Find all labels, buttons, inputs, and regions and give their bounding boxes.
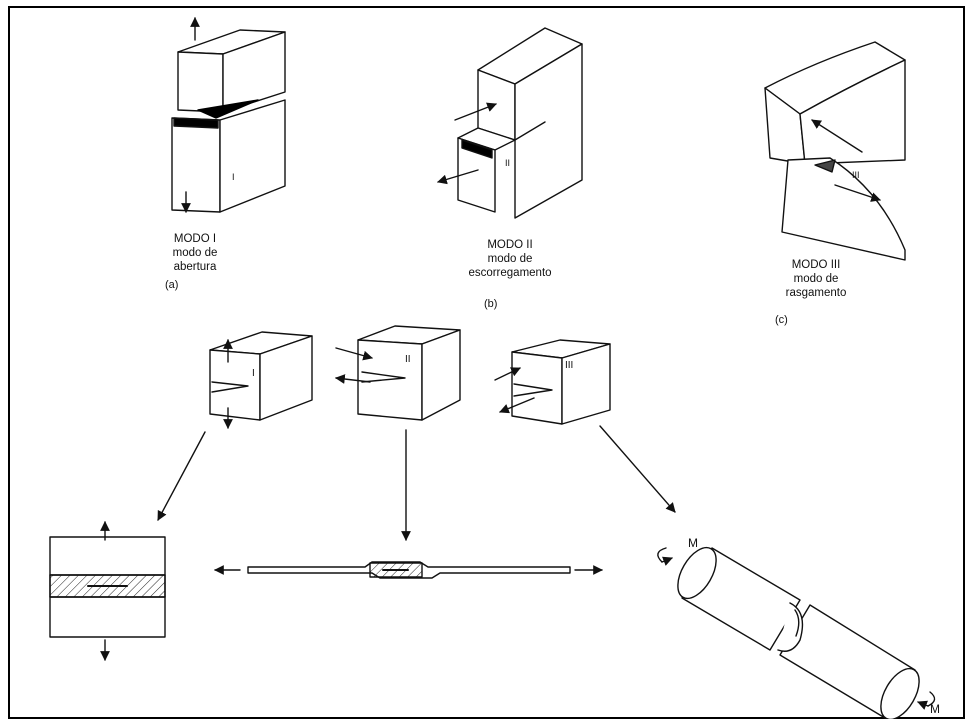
plate-with-crack (50, 522, 165, 660)
mode-2-tag: (b) (484, 298, 497, 310)
mode-1-title: MODO I (155, 232, 235, 246)
mode-2-desc-1: modo de (455, 252, 565, 266)
connector-arrow-1 (158, 432, 205, 520)
mode-1-block-label: I (232, 172, 235, 182)
connector-arrow-3 (600, 426, 675, 512)
mode-1-block (172, 18, 285, 212)
moment-label-top: M (688, 536, 698, 550)
mode-2-caption: MODO II modo de escorregamento (455, 238, 565, 280)
lap-joint-strips (215, 562, 602, 578)
mode-3-tag: (c) (775, 314, 788, 326)
mode-2-block (438, 28, 582, 218)
mode-1-desc-2: abertura (155, 260, 235, 274)
mode-3-block (765, 42, 905, 260)
mode-1-desc-1: modo de (155, 246, 235, 260)
mode-3-desc-1: modo de (766, 272, 866, 286)
mode-3-block-label: III (852, 170, 860, 180)
mode-1-tag: (a) (165, 279, 178, 291)
mode-2-block-label: II (505, 158, 510, 168)
mode-3-desc-2: rasgamento (766, 286, 866, 300)
mode-3-caption: MODO III modo de rasgamento (766, 258, 866, 300)
small-block-1 (210, 332, 312, 428)
mode-1-caption: MODO I modo de abertura (155, 232, 235, 274)
small-block-2-label: II (405, 354, 411, 365)
small-block-1-label: I (252, 368, 255, 379)
twisted-cylinder (658, 541, 935, 719)
small-block-3 (495, 340, 610, 424)
small-block-2 (336, 326, 460, 420)
small-block-3-label: III (565, 360, 573, 371)
moment-label-bottom: M (930, 702, 940, 716)
mode-2-desc-2: escorregamento (455, 266, 565, 280)
mode-3-title: MODO III (766, 258, 866, 272)
mode-2-title: MODO II (455, 238, 565, 252)
